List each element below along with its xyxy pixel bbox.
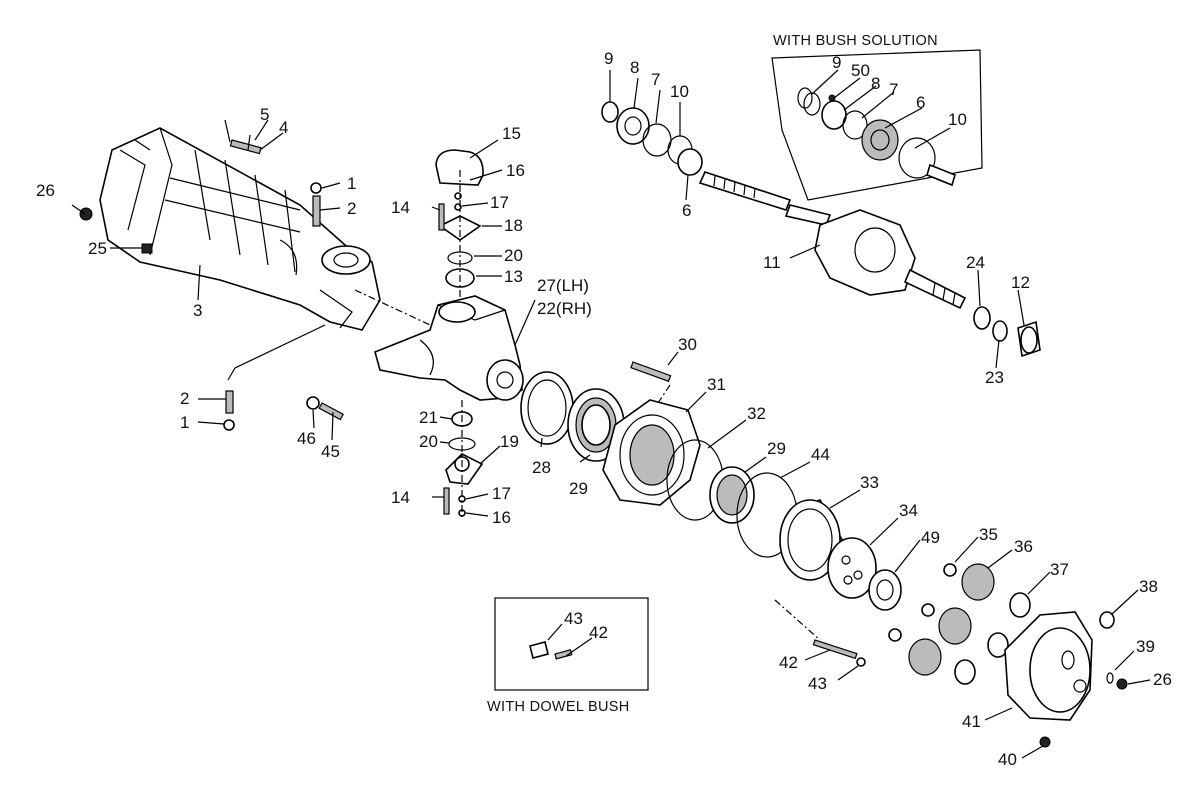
bolt-26-25: [79, 207, 153, 254]
planet-gears: [888, 563, 1031, 685]
part-label-42: 42: [779, 653, 798, 672]
part-label-43-dowel: 43: [564, 609, 583, 628]
part-label-26-right: 26: [1153, 670, 1172, 689]
grease-nipple-46-45: [306, 396, 345, 421]
part-label-27-lh: 27(LH): [537, 276, 589, 295]
part-label-37: 37: [1050, 560, 1069, 579]
part-label-38: 38: [1139, 577, 1158, 596]
part-label-24: 24: [966, 253, 985, 272]
bearing-29-b: [709, 466, 755, 524]
part-label-1: 1: [347, 174, 357, 193]
part-label-15: 15: [502, 124, 521, 143]
part-label-14-lower: 14: [391, 488, 410, 507]
part-label-34: 34: [899, 501, 918, 520]
part-label-28: 28: [532, 458, 551, 477]
leader-lines: [71, 69, 1151, 759]
steering-knuckle: [374, 295, 524, 401]
part-label-17-lower: 17: [492, 484, 511, 503]
part-label-39: 39: [1136, 637, 1155, 656]
part-label-2-lower: 2: [180, 389, 190, 408]
kingpin-upper-parts: [435, 149, 484, 300]
rings-24-23-bush-12: [973, 306, 1041, 358]
part-label-36: 36: [1014, 537, 1033, 556]
part-label-11: 11: [763, 253, 781, 272]
part-label-17: 17: [490, 193, 509, 212]
part-label-26: 26: [36, 181, 55, 200]
part-label-35: 35: [979, 525, 998, 544]
bolt-4: [224, 119, 262, 155]
thrust-washer-49: [868, 569, 902, 611]
part-label-43: 43: [808, 674, 827, 693]
hub-carrier-31: [602, 399, 701, 506]
part-label-3: 3: [193, 301, 203, 320]
half-shaft-parts: [601, 101, 832, 226]
part-label-50: 50: [851, 61, 870, 80]
part-label-30: 30: [678, 335, 697, 354]
part-label-41: 41: [962, 712, 981, 731]
kingpin-lower-parts: [443, 400, 484, 520]
axle-housing: [99, 127, 431, 381]
hub-cover-41: [1004, 611, 1093, 721]
part-label-6: 6: [682, 201, 692, 220]
part-label-16: 16: [506, 161, 525, 180]
gear-34: [827, 537, 877, 599]
part-label-12: 12: [1011, 273, 1030, 292]
part-label-20: 20: [504, 246, 523, 265]
ring-gear-33: [779, 498, 846, 581]
part-label-29: 29: [569, 479, 588, 498]
part-label-44: 44: [811, 445, 830, 464]
part-label-49: 49: [921, 528, 940, 547]
part-label-14: 14: [391, 198, 410, 217]
stud-lower: [223, 390, 235, 431]
bush-solution-box: [771, 49, 983, 201]
part-label-2: 2: [347, 199, 357, 218]
part-label-19: 19: [500, 432, 519, 451]
part-label-22-rh: 22(RH): [537, 299, 592, 318]
part-label-31: 31: [707, 375, 726, 394]
part-label-21: 21: [419, 408, 438, 427]
part-label-13: 13: [504, 267, 523, 286]
dowel-bush-caption: WITH DOWEL BUSH: [487, 699, 630, 715]
part-label-40: 40: [998, 750, 1017, 769]
part-label-20-lower: 20: [419, 432, 438, 451]
shaft-11: [814, 209, 967, 310]
bush-solution-caption: WITH BUSH SOLUTION: [773, 33, 938, 49]
part-label-8: 8: [630, 58, 640, 77]
part-label-42-dowel: 42: [589, 623, 608, 642]
part-label-8-bush: 8: [871, 74, 881, 93]
part-label-9-bush: 9: [832, 53, 842, 72]
stud-upper: [310, 182, 322, 227]
part-label-29-b: 29: [767, 439, 786, 458]
part-label-6-bush: 6: [916, 93, 926, 112]
bolts-38-39-40: [1039, 611, 1128, 748]
part-label-10: 10: [670, 82, 689, 101]
part-label-10-bush: 10: [948, 110, 967, 129]
part-label-7: 7: [651, 70, 661, 89]
part-label-32: 32: [747, 404, 766, 423]
seal-28: [520, 371, 574, 445]
part-label-25: 25: [88, 239, 107, 258]
part-label-33: 33: [860, 473, 879, 492]
part-label-45: 45: [321, 442, 340, 461]
part-label-18: 18: [504, 216, 523, 235]
part-label-7-bush: 7: [889, 80, 899, 99]
part-label-9: 9: [604, 49, 614, 68]
pin-42-43: [774, 599, 866, 667]
part-label-1-lower: 1: [180, 413, 190, 432]
part-label-4: 4: [279, 118, 289, 137]
part-label-23: 23: [985, 368, 1004, 387]
part-label-16-lower: 16: [492, 508, 511, 527]
part-label-46: 46: [297, 429, 316, 448]
part-label-5: 5: [260, 105, 270, 124]
